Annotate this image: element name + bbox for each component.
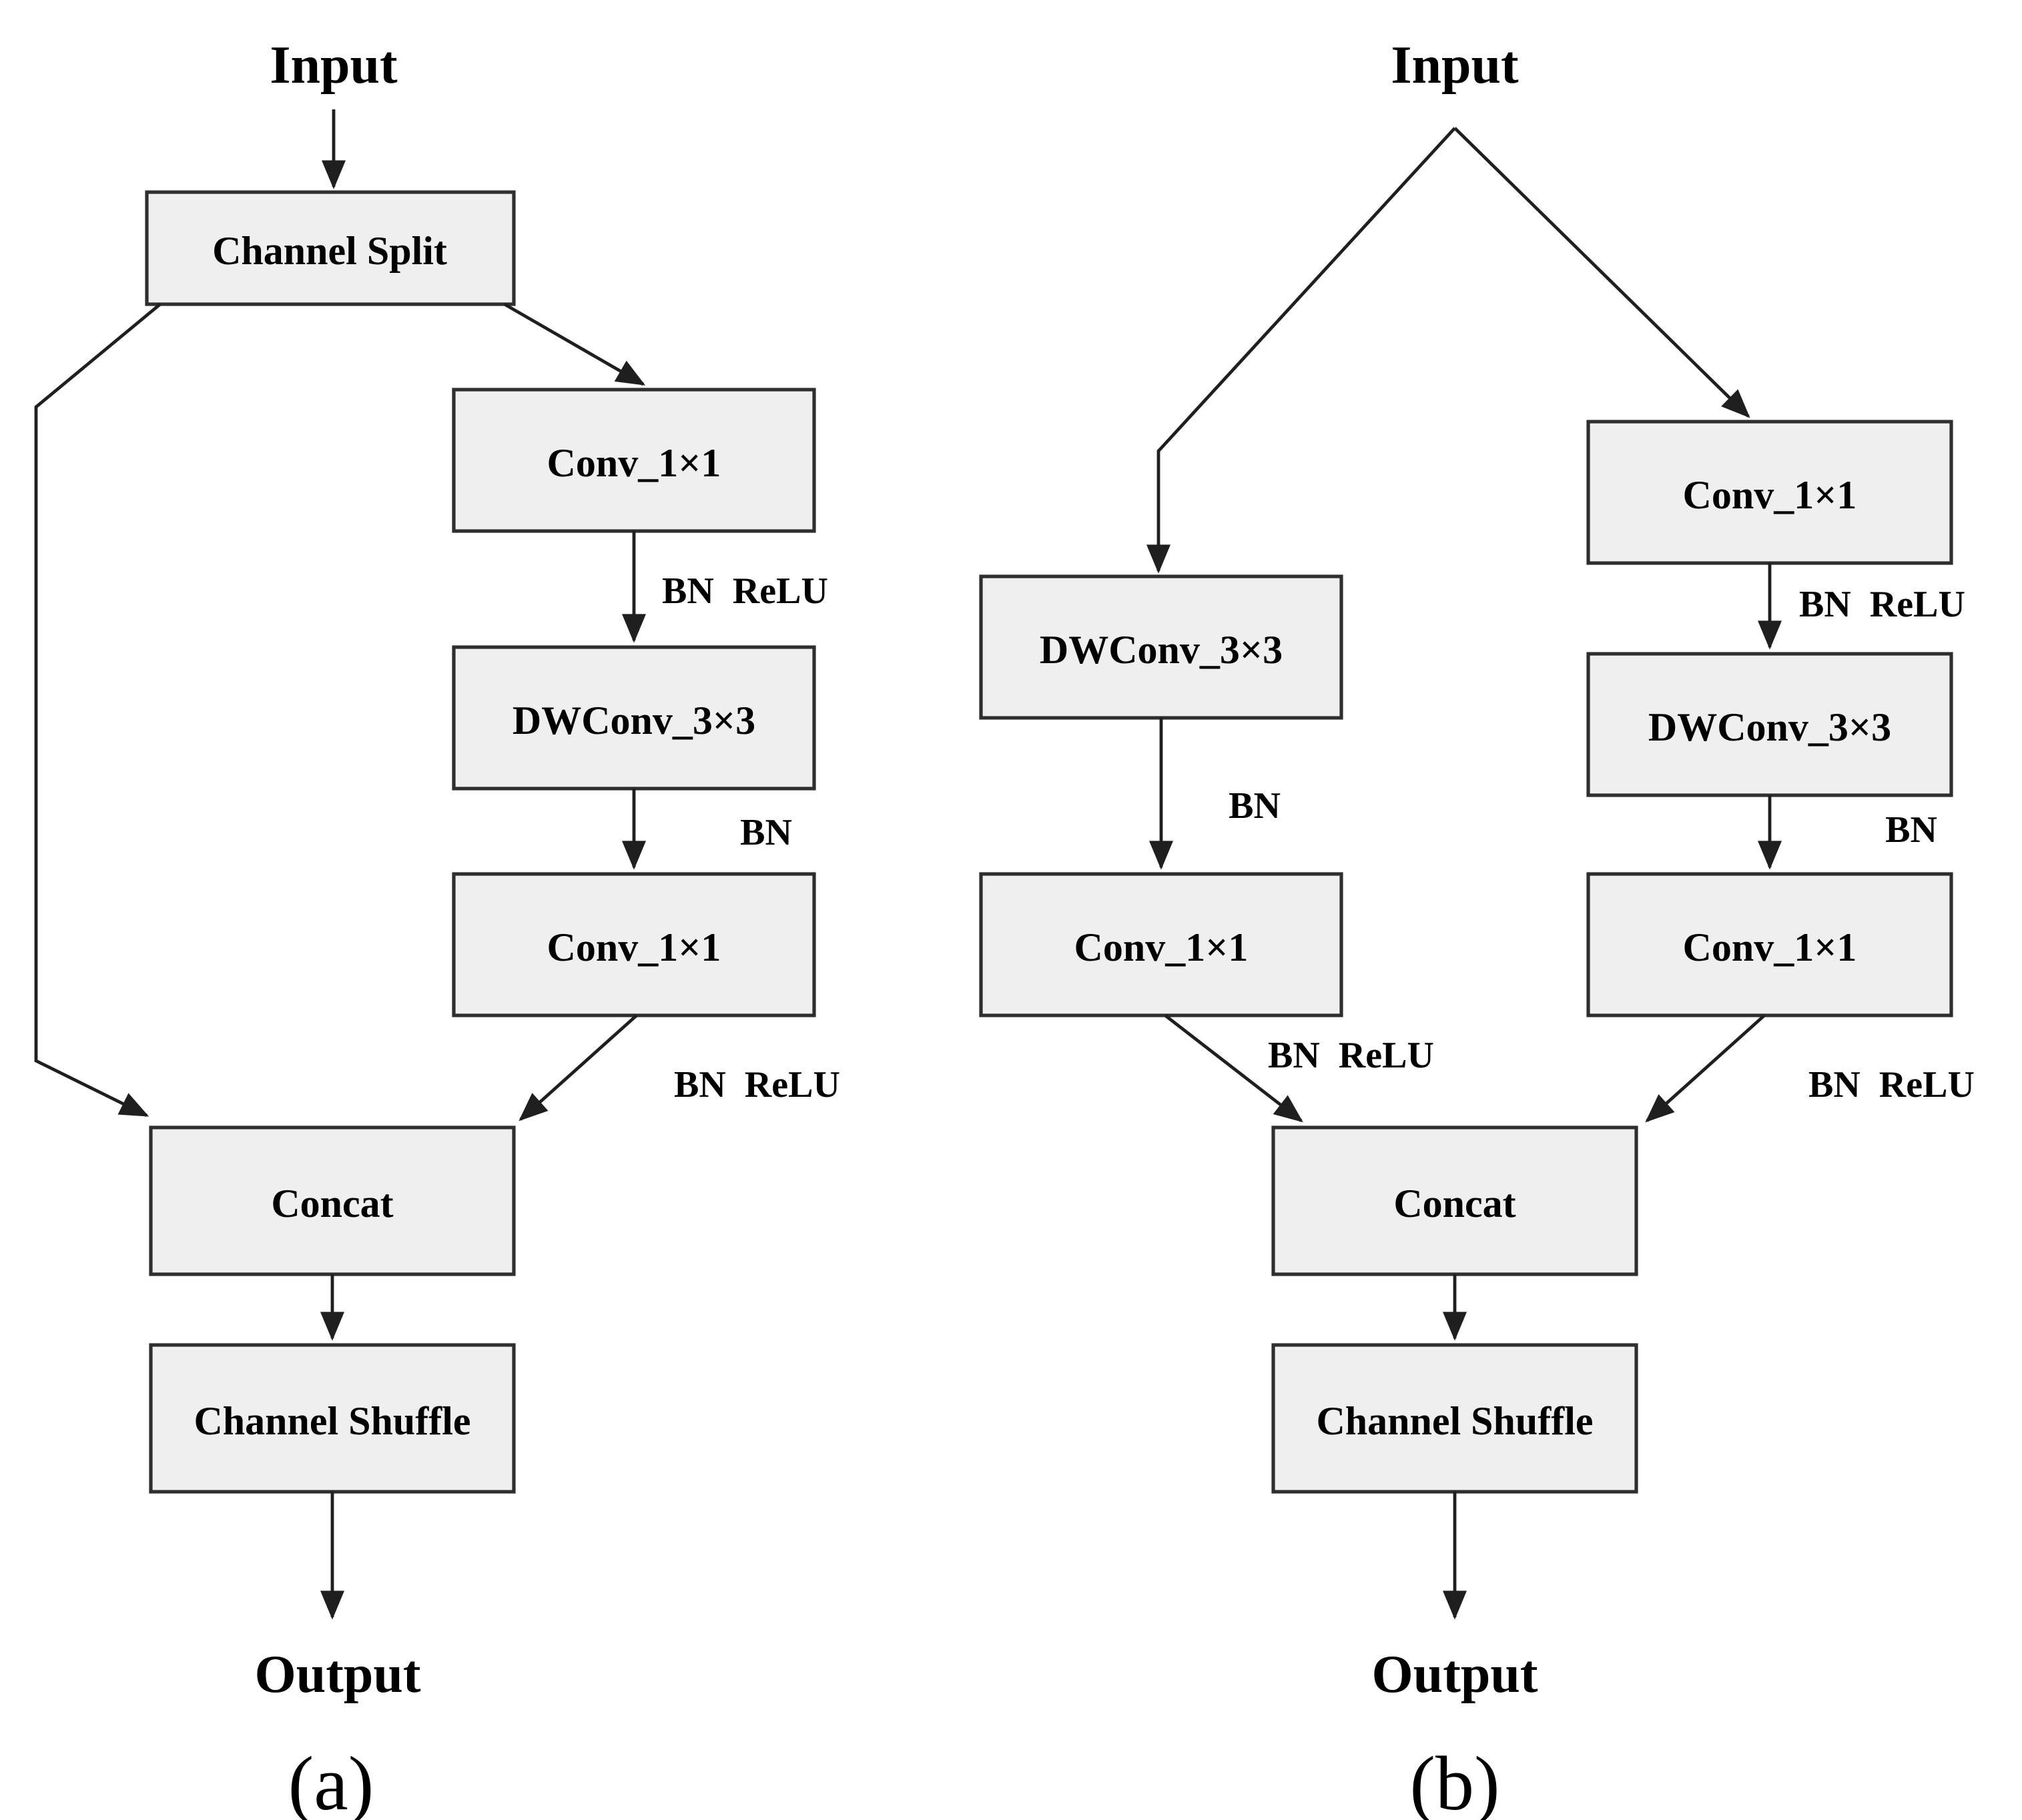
bn-relu-label-b-right1: BN ReLU — [1799, 584, 1965, 625]
channel-split-label-a: Channel Split — [212, 229, 447, 273]
channel-shuffle-box-b — [1271, 1343, 1638, 1494]
concat-label-b: Concat — [1393, 1182, 1515, 1226]
bn-relu-label-a2: BN ReLU — [674, 1064, 840, 1105]
conv1x1-label-b-right1: Conv_1×1 — [1683, 473, 1857, 517]
arrow-split-to-conv1-a — [503, 302, 646, 386]
dwconv3x3-box-b-right — [1586, 652, 1953, 797]
dwconv3x3-label-b-left: DWConv_3×3 — [1040, 628, 1283, 672]
bn-label-b-right: BN — [1885, 809, 1937, 851]
channel-split-box-a — [145, 190, 516, 306]
conv1x1-box-b-left — [979, 872, 1343, 1017]
output-label-b: Output — [1372, 1645, 1538, 1704]
arrow-conv2-to-concat-a — [519, 1014, 638, 1121]
conv1x1-label-b-left: Conv_1×1 — [1074, 925, 1249, 969]
conv1x1-box-b-right2 — [1586, 872, 1953, 1017]
dwconv3x3-label-b-right: DWConv_3×3 — [1648, 705, 1891, 749]
caption-b: (b) — [1409, 1741, 1499, 1820]
bn-relu-label-a1: BN ReLU — [662, 570, 828, 612]
conv1x1-box-a1 — [452, 388, 816, 533]
channel-shuffle-label-a: Channel Shuffle — [194, 1399, 470, 1443]
conv1x1-label-a2: Conv_1×1 — [547, 925, 721, 969]
arrow-conv-to-concat-b-left — [1164, 1014, 1303, 1123]
diagram-b: Input DWConv_3×3 BN Conv_1×1 BN ReLU Con… — [979, 36, 1975, 1820]
arrow-bypass-to-concat-a — [34, 303, 161, 1117]
input-label-b: Input — [1391, 36, 1519, 95]
bn-label-a: BN — [740, 812, 792, 853]
bn-label-b-left: BN — [1229, 785, 1281, 827]
arrow-input-to-conv1-b-right — [1453, 127, 1750, 418]
conv1x1-label-b-right2: Conv_1×1 — [1683, 925, 1857, 969]
channel-shuffle-label-b: Channel Shuffle — [1316, 1399, 1593, 1443]
conv1x1-box-a2 — [452, 872, 816, 1017]
arrow-input-to-dwconv-b-left — [1146, 127, 1456, 574]
channel-shuffle-box-a — [149, 1343, 516, 1494]
dwconv3x3-box-b-left — [979, 574, 1343, 720]
arrow-conv2-to-concat-b-right — [1645, 1014, 1766, 1123]
concat-label-a: Concat — [271, 1182, 393, 1226]
conv1x1-label-a1: Conv_1×1 — [547, 441, 721, 485]
input-label-a: Input — [270, 36, 398, 95]
bn-relu-label-b-right2: BN ReLU — [1808, 1064, 1975, 1105]
dwconv3x3-label-a: DWConv_3×3 — [513, 699, 755, 743]
concat-box-b — [1271, 1125, 1638, 1276]
output-label-a: Output — [255, 1645, 421, 1704]
diagram-a: Input Channel Split Conv_1×1 BN ReLU DWC… — [34, 36, 840, 1820]
dwconv3x3-box-a — [452, 645, 816, 791]
bn-relu-label-b-left: BN ReLU — [1268, 1035, 1434, 1076]
caption-a: (a) — [288, 1741, 374, 1820]
